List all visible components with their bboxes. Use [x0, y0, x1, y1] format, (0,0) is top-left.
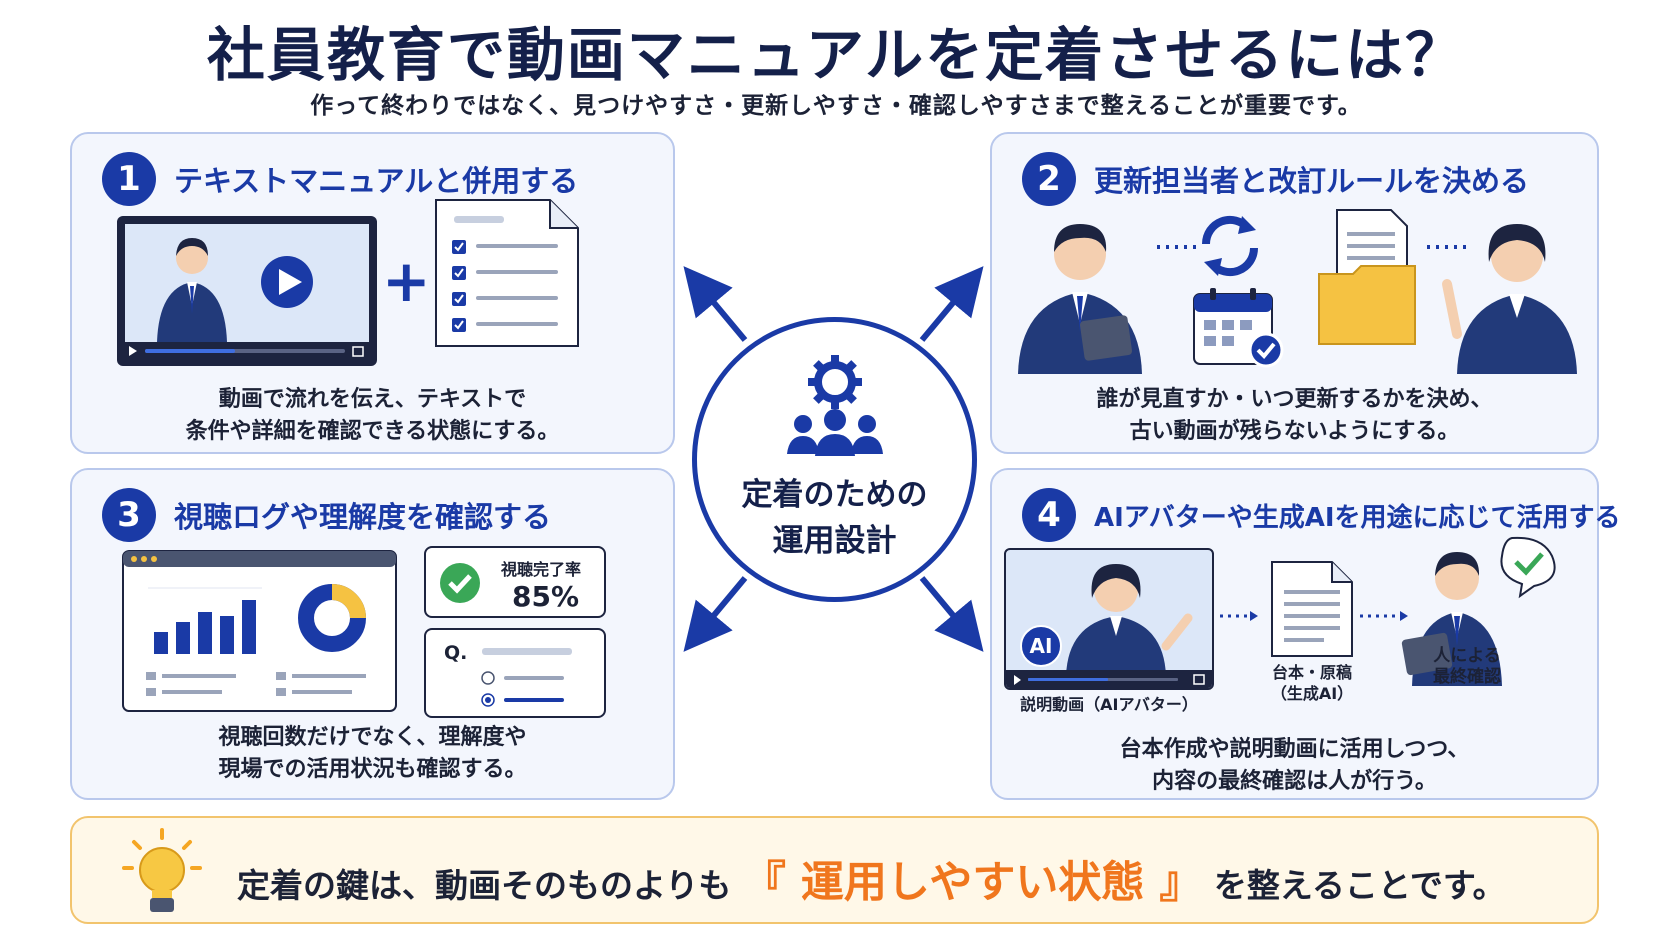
key-message-highlight: 『 運用しやすい状態 』 [742, 858, 1203, 908]
human-label-line-1: 人による [1433, 646, 1501, 666]
panel-3-desc-line-1: 視聴回数だけでなく、理解度や [218, 725, 527, 750]
key-message-before: 定着の鍵は、動画そのものよりも [237, 866, 732, 905]
panel-2-desc-line-1: 誰が見直すか・いつ更新するかを決め、 [1096, 387, 1493, 412]
key-message: 定着の鍵は、動画そのものよりも 『 運用しやすい状態 』 を整えることです。 [237, 848, 1506, 910]
arrow-to-panel-3 [683, 576, 748, 652]
plus-icon: + [382, 247, 431, 315]
panel-4-desc-line-2: 内容の最終確認は人が行う。 [1152, 769, 1437, 794]
video-label: 説明動画（AIアバター） [1020, 695, 1198, 714]
quiz-card: Q. [424, 628, 606, 718]
completion-rate-card: 視聴完了率 85% [424, 546, 606, 618]
completion-rate-label: 視聴完了率 [501, 560, 582, 579]
arrow-to-panel-2 [919, 266, 984, 342]
panel-3-desc-line-2: 現場での活用状況も確認する。 [218, 757, 527, 782]
document-folder-icon [1318, 209, 1416, 345]
step-number-4: 4 [1022, 488, 1076, 542]
key-message-banner: 定着の鍵は、動画そのものよりも 『 運用しやすい状態 』 を整えることです。 [70, 816, 1599, 924]
panel-1-desc-line-1: 動画で流れを伝え、テキストで [218, 387, 527, 412]
panel-2-title: 更新担当者と改訂ルールを決める [1094, 164, 1530, 198]
woman-pointing-illustration [1442, 224, 1577, 374]
bar-chart-icon [154, 600, 256, 654]
center-label-line-1: 定着のための [741, 477, 928, 513]
key-message-after: を整えることです。 [1213, 866, 1506, 905]
video-player-illustration [117, 216, 377, 366]
panel-3-title: 視聴ログや理解度を確認する [174, 500, 552, 534]
center-label-line-2: 運用設計 [772, 523, 897, 559]
ai-badge: AI [1020, 625, 1062, 667]
checklist-document-icon [435, 199, 579, 347]
flow-arrows [1220, 611, 1408, 621]
script-document-icon [1271, 561, 1353, 657]
panel-2-desc-line-2: 古い動画が残らないようにする。 [1129, 419, 1460, 444]
step-number-3: 3 [102, 488, 156, 542]
panel-4-desc-line-1: 台本作成や説明動画に活用しつつ、 [1119, 737, 1470, 762]
human-reviewer-illustration [1401, 536, 1556, 686]
center-hub: 定着のための 運用設計 [692, 317, 977, 602]
arrow-to-panel-1 [683, 266, 748, 342]
arrow-to-panel-4 [919, 576, 984, 652]
panel-1-title: テキストマニュアルと併用する [174, 164, 579, 198]
script-label-line-1: 台本・原稿 [1271, 663, 1352, 682]
completion-rate-value: 85% [512, 580, 580, 613]
radio-selected-icon [481, 693, 495, 707]
man-with-tablet-illustration [1018, 224, 1142, 374]
ai-avatar-video: AI [1004, 548, 1214, 690]
panel-1-desc-line-2: 条件や詳細を確認できる状態にする。 [185, 419, 560, 444]
panel-view-log: 3 視聴ログや理解度を確認する 視聴完了率 85% Q. [70, 468, 675, 800]
quiz-options [481, 648, 572, 707]
panel-4-title: AIアバターや生成AIを用途に応じて活用する [1094, 502, 1621, 533]
dotted-connector [1157, 245, 1467, 249]
step-number-1: 1 [102, 152, 156, 206]
ai-avatar-illustration [1066, 564, 1193, 676]
calendar-icon [1193, 288, 1284, 368]
step-number-2: 2 [1022, 152, 1076, 206]
sync-icon [1201, 215, 1259, 277]
presenter-head [176, 242, 208, 274]
page-subtitle: 作って終わりではなく、見つけやすさ・更新しやすさ・確認しやすさまで整えることが重… [310, 93, 1362, 119]
page-title: 社員教育で動画マニュアルを定着させるには？ [206, 21, 1466, 89]
panel-ai-usage: 4 AIアバターや生成AIを用途に応じて活用する AI 説明動画（AIアバター） [990, 468, 1621, 800]
video-controls [1006, 670, 1212, 688]
gear-team-icon [787, 355, 883, 456]
lightbulb-icon [122, 828, 202, 912]
quiz-label: Q. [444, 642, 468, 664]
dashboard-illustration [122, 550, 397, 712]
check-circle-icon [440, 563, 480, 603]
human-label-line-2: 最終確認 [1433, 667, 1501, 687]
panel-text-manual: 1 テキストマニュアルと併用する + 動 [70, 132, 675, 454]
script-label-line-2: （生成AI） [1270, 684, 1354, 703]
panel-update-rules: 2 更新担当者と改訂ルールを決める [990, 132, 1599, 454]
